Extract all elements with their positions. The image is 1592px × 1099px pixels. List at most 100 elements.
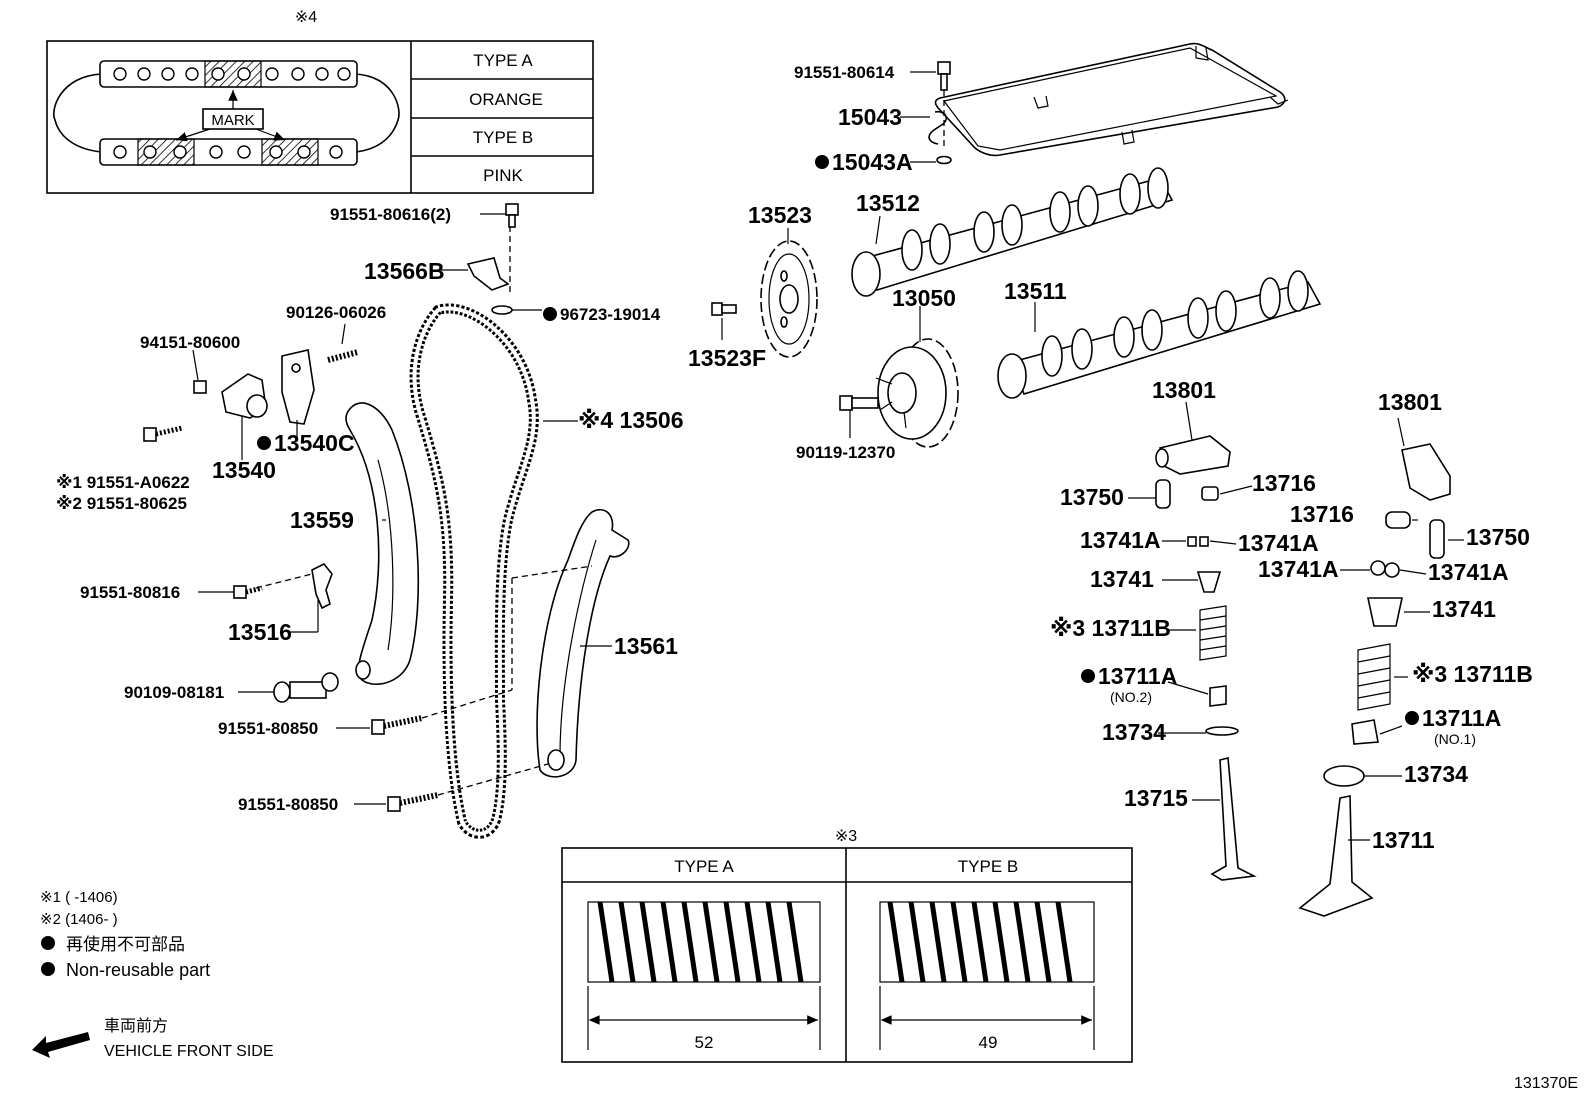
- camshaft-13511-icon: [997, 270, 1322, 399]
- callout-13511: 13511: [1004, 278, 1067, 304]
- callout-90109-08181: 90109-08181: [124, 683, 224, 702]
- callout-91551-80850-a: 91551-80850: [218, 719, 318, 738]
- spring-type-b-label: TYPE B: [958, 857, 1018, 876]
- spring-type-a-label: TYPE A: [674, 857, 734, 876]
- callout-13741-right: 13741: [1432, 596, 1496, 622]
- bracket-13566B-icon: [466, 203, 519, 315]
- callout-13711A-left-sub: (NO.2): [1110, 689, 1152, 705]
- chain-mark-label: MARK: [211, 112, 254, 129]
- callout-13711B-left: ※3 13711B: [1050, 615, 1171, 641]
- callout-13506: ※4 13506: [578, 407, 684, 433]
- camshaft-13512-icon: [851, 167, 1174, 297]
- chain-color-pink: PINK: [483, 166, 523, 185]
- callout-13741A-3: 13741A: [1258, 556, 1339, 582]
- chain-type-a: TYPE A: [473, 51, 533, 70]
- callout-13561: 13561: [614, 633, 678, 659]
- callout-13741A-4: 13741A: [1428, 559, 1509, 585]
- non-reusable-dot-13711A-left: [1081, 669, 1095, 683]
- chain-slipper-13559-icon: [345, 402, 420, 686]
- callout-91551-A0622: ※1 91551-A0622: [56, 473, 190, 492]
- callout-15043A: 15043A: [832, 149, 913, 175]
- vvt-gear-13050-icon: [875, 338, 959, 448]
- callout-13741A-1: 13741A: [1080, 527, 1161, 553]
- spring-type-b-length: 49: [979, 1033, 998, 1052]
- callout-13734-right: 13734: [1404, 761, 1468, 787]
- non-reusable-dot-13540C: [257, 436, 271, 450]
- callout-13540C: 13540C: [274, 430, 355, 456]
- callout-13512: 13512: [856, 190, 920, 216]
- callout-13741A-2: 13741A: [1238, 530, 1319, 556]
- bolt-91551-80850-a-icon: [371, 689, 513, 735]
- grommet-15043-icon: [928, 110, 952, 165]
- note-non-reusable-jp: 再使用不可部品: [66, 934, 185, 954]
- vehicle-front-arrow-icon: [32, 1032, 90, 1058]
- oil-jet-13516-icon: [233, 562, 333, 610]
- callout-13801-right: 13801: [1378, 389, 1442, 415]
- chain-type-b: TYPE B: [473, 128, 533, 147]
- callout-91551-80850-b: 91551-80850: [238, 795, 338, 814]
- note-non-reusable-en: Non-reusable part: [66, 960, 210, 980]
- spring-type-a-icon: [587, 901, 821, 1050]
- callout-13516: 13516: [228, 619, 292, 645]
- callout-96723-19014: 96723-19014: [560, 305, 661, 324]
- callout-13801-left: 13801: [1152, 377, 1216, 403]
- chain-type-legend: ※4 TYPE A ORANGE TYPE B PINK: [46, 9, 594, 194]
- spring-type-b-icon: [879, 901, 1095, 1050]
- callout-13715: 13715: [1124, 785, 1188, 811]
- callout-13734-left: 13734: [1102, 719, 1166, 745]
- tensioner-13540-icon: [193, 373, 268, 419]
- callout-13750-left: 13750: [1060, 484, 1124, 510]
- non-reusable-dot-13711A-right: [1405, 711, 1419, 725]
- callout-13750-right: 13750: [1466, 524, 1530, 550]
- callout-13050: 13050: [892, 285, 956, 311]
- callout-13741-left: 13741: [1090, 566, 1154, 592]
- callouts: 91551-80614 15043 15043A 13523 13512 915…: [56, 63, 1533, 853]
- callout-13711B-right: ※3 13711B: [1412, 661, 1533, 687]
- callout-91551-80625: ※2 91551-80625: [56, 494, 187, 513]
- spring-type-a-length: 52: [695, 1033, 714, 1052]
- bolt-90109-08181-icon: [273, 672, 339, 703]
- stud-90126-06026-icon: [327, 349, 359, 363]
- callout-15043: 15043: [838, 104, 902, 130]
- callout-13711A-right-sub: (NO.1): [1434, 731, 1476, 747]
- non-reusable-dot-15043A: [815, 155, 829, 169]
- diagram-id: 131370E: [1514, 1075, 1578, 1092]
- callout-90126-06026: 90126-06026: [286, 303, 386, 322]
- callout-91551-80614: 91551-80614: [794, 63, 895, 82]
- callout-13716-right: 13716: [1290, 501, 1354, 527]
- head-cover-gasket-illustration: [934, 42, 1289, 157]
- notes: ※1 ( -1406) ※2 (1406- ) 再使用不可部品 Non-reus…: [32, 889, 1578, 1092]
- note-2: ※2 (1406- ): [40, 911, 118, 928]
- sprocket-13523-icon: [760, 240, 818, 358]
- non-reusable-legend-dot-jp: [41, 936, 55, 950]
- note-front-en: VEHICLE FRONT SIDE: [104, 1043, 274, 1060]
- valvetrain-right-illustration: [1298, 443, 1451, 917]
- bolt-91551-A0622-icon: [143, 425, 183, 442]
- callout-90119-12370: 90119-12370: [796, 443, 895, 462]
- gasket-13540C-icon: [281, 349, 315, 425]
- callout-13711A-right: 13711A: [1422, 705, 1501, 731]
- callout-13711: 13711: [1372, 827, 1435, 853]
- timing-chain-13506-icon: [409, 303, 539, 839]
- chain-link-illustration: MARK: [53, 60, 400, 166]
- leader-lines: [192, 71, 1464, 841]
- callout-91551-80816: 91551-80816: [80, 583, 180, 602]
- callout-13711A-left: 13711A: [1098, 663, 1177, 689]
- chain-color-orange: ORANGE: [469, 90, 543, 109]
- callout-13540: 13540: [212, 457, 276, 483]
- chain-guide-13561-icon: [511, 508, 630, 778]
- callout-13523F: 13523F: [688, 345, 766, 371]
- spring-type-mark: ※3: [835, 828, 857, 845]
- valvetrain-left-illustration: [1155, 435, 1257, 881]
- non-reusable-legend-dot-en: [41, 962, 55, 976]
- chain-type-mark: ※4: [295, 9, 317, 26]
- bolt-91551-80614-icon: [937, 61, 951, 150]
- note-front-jp: 車両前方: [104, 1017, 168, 1035]
- bolt-90119-12370-icon: [839, 395, 879, 411]
- callout-13566B: 13566B: [364, 258, 445, 284]
- callout-91551-80616: 91551-80616(2): [330, 205, 451, 224]
- callout-94151-80600: 94151-80600: [140, 333, 240, 352]
- bolt-91551-80850-b-icon: [387, 763, 549, 812]
- callout-13523: 13523: [748, 202, 812, 228]
